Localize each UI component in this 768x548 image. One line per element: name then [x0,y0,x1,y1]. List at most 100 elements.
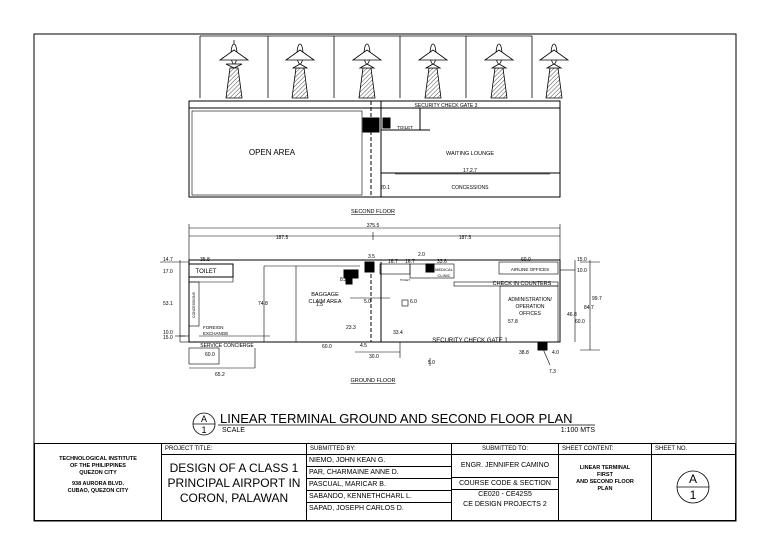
sheet-content-line-3: AND SECOND FLOOR [576,479,634,485]
dim-60-0: 60.0 [575,319,585,325]
sheet-no-label: SHEET NO. [652,444,735,455]
dim-60: 60.0 [521,257,531,263]
dim-8-2: 8.2 [340,277,347,283]
dim-60-c: 60.0 [205,352,215,358]
institute-line-2: OF THE PHILIPPINES [70,463,126,469]
sheet-content-line-1: LINEAR TERMINAL [579,465,631,471]
aircraft-icon [417,43,449,99]
project-title-line-1: DESIGN OF A CLASS 1 [169,461,299,475]
sheet-content-label: SHEET CONTENT: [559,444,651,455]
aircraft-row [199,35,533,98]
second-floor-plan [188,100,561,198]
aircraft-icon [483,43,515,99]
dim-30-0: 30.0 [369,354,379,360]
submitter-4: SABANDO, KENNETHCHARL L. [307,491,451,503]
label-exchange: EXCHANGE [203,331,228,336]
dim-10-0: 10.0 [163,330,173,336]
label-gate-1: SECURITY CHECK GATE 1 [432,338,508,344]
label-second-floor: SECOND FLOOR [351,209,395,215]
aircraft-icon [351,43,383,99]
dim-46-8: 46.8 [567,312,577,318]
ground-floor-plan [160,259,600,369]
dim-4-0: 4.0 [552,350,559,356]
label-toilet-2f: TOILET [397,125,413,130]
label-concessions-vertical: CONCESSIONS [192,291,196,318]
label-admin-3: OFFICES [519,311,541,317]
submitted-to-label: SUBMITTED TO: [452,444,558,455]
title-circle-bottom: 1 [201,425,206,435]
label-admin-2: OPERATION [515,304,544,310]
dim-5-0-b: 5.0 [428,360,435,366]
dim-33-6: 33.6 [437,259,447,265]
submitted-to-cell: SUBMITTED TO: ENGR. JENNIFER CAMINO COUR… [452,444,559,520]
institute-line-3: QUEZON CITY [79,470,117,476]
submitter-1: NIEMO, JOHN KEAN G. [307,455,451,467]
dim-15: 15.0 [577,257,587,263]
dim-4-5: 4.5 [360,343,367,349]
ground-floor-labels: TOILET CONCESSIONS BAGGAGE CLAIM AREA TO… [192,267,553,384]
label-claim-area: CLAIM AREA [308,299,341,305]
sheet-no-top: A [689,472,697,486]
dim-53-1: 53.1 [163,301,173,307]
label-waiting-lounge: WAITING LOUNGE [446,151,494,157]
ground-floor-dimensions [188,224,561,260]
drawing-title: A 1 LINEAR TERMINAL GROUND AND SECOND FL… [192,411,596,436]
title-circle-top: A [201,414,207,424]
course-code-label: COURSE CODE & SECTION [452,478,558,490]
course-name: CE DESIGN PROJECTS 2 [463,501,547,508]
submitter-5: SAPAD, JOSEPH CARLOS D. [309,505,404,512]
dim-5: 5.0 [364,299,371,305]
dim-3-5: 3.5 [368,254,375,260]
institute-line-6: CUBAO, QUEZON CITY [67,488,129,494]
dim-187-5-b: 187.5 [459,235,472,241]
ground-floor-dim-texts: 14.7 35.8 3.5 16.7 16.7 2.0 33.6 60.0 15… [163,252,602,378]
title-block: TECHNOLOGICAL INSTITUTE OF THE PHILIPPIN… [34,443,736,521]
label-toilet-gf: TOILET [196,269,217,275]
dim-65-2: 65.2 [215,372,225,378]
dim-23-3: 23.3 [346,325,356,331]
label-baggage: BAGGAGE [311,292,339,298]
dim-20: 20.1 [380,185,390,191]
label-toilet-small: TOILET [400,278,411,282]
sheet-content-line-4: PLAN [597,486,613,492]
sheet-no-cell: SHEET NO. A 1 [652,444,735,520]
institute-line-1: TECHNOLOGICAL INSTITUTE [59,456,137,462]
dim-33-4: 33.4 [393,330,403,336]
aircraft-icon [218,40,250,99]
sheet-content-cell: SHEET CONTENT: LINEAR TERMINAL FIRST AND… [559,444,652,520]
label-concessions-2f: CONCESSIONS [452,185,490,191]
aircraft-icon [538,43,570,99]
dim-99-7: 99.7 [592,296,602,302]
label-clinic: CLINIC [437,273,450,278]
aircraft-icon [284,43,316,99]
dim-17-2-7: 17.2.7 [463,168,477,174]
dim-60-0-b: 60.0 [322,344,332,350]
dim-38-8: 38.8 [519,350,529,356]
sheet-border [33,33,737,522]
dim-17: 17.0 [163,269,173,275]
submitter-3: PASCUAL, MARICAR B. [307,479,451,491]
dim-74-8: 74.8 [258,301,268,307]
label-open-area: OPEN AREA [249,148,296,157]
project-title-line-2: PRINCIPAL AIRPORT IN [167,476,301,490]
dim-6: 6.0 [410,299,417,305]
dim-1-5: 1.5 [316,302,323,308]
sheet-content-line-2: FIRST [597,472,613,478]
dim-16-7-b: 16.7 [405,259,415,265]
dim-187-5-a: 187.5 [276,235,289,241]
dim-15-0: 15.0 [163,335,173,341]
scale-value: 1:100 MTS [561,427,596,434]
label-check-in-counters: CHECK IN COUNTERS [493,281,552,287]
submitted-by-cell: SUBMITTED BY: NIEMO, JOHN KEAN G. PAR, C… [307,444,452,520]
dim-16-7-a: 16.7 [388,259,398,265]
submitter-2: PAR, CHARMAINE ANNE D. [307,467,451,479]
institute-line-5: 938 AURORA BLVD. [71,481,125,487]
institute-cell: TECHNOLOGICAL INSTITUTE OF THE PHILIPPIN… [35,444,162,520]
label-medical: MEDICAL [435,267,454,272]
submitted-by-label: SUBMITTED BY: [307,444,451,455]
dim-2: 2.0 [418,252,425,258]
dim-84-7: 84.7 [584,305,594,311]
dim-14-7: 14.7 [163,257,173,263]
